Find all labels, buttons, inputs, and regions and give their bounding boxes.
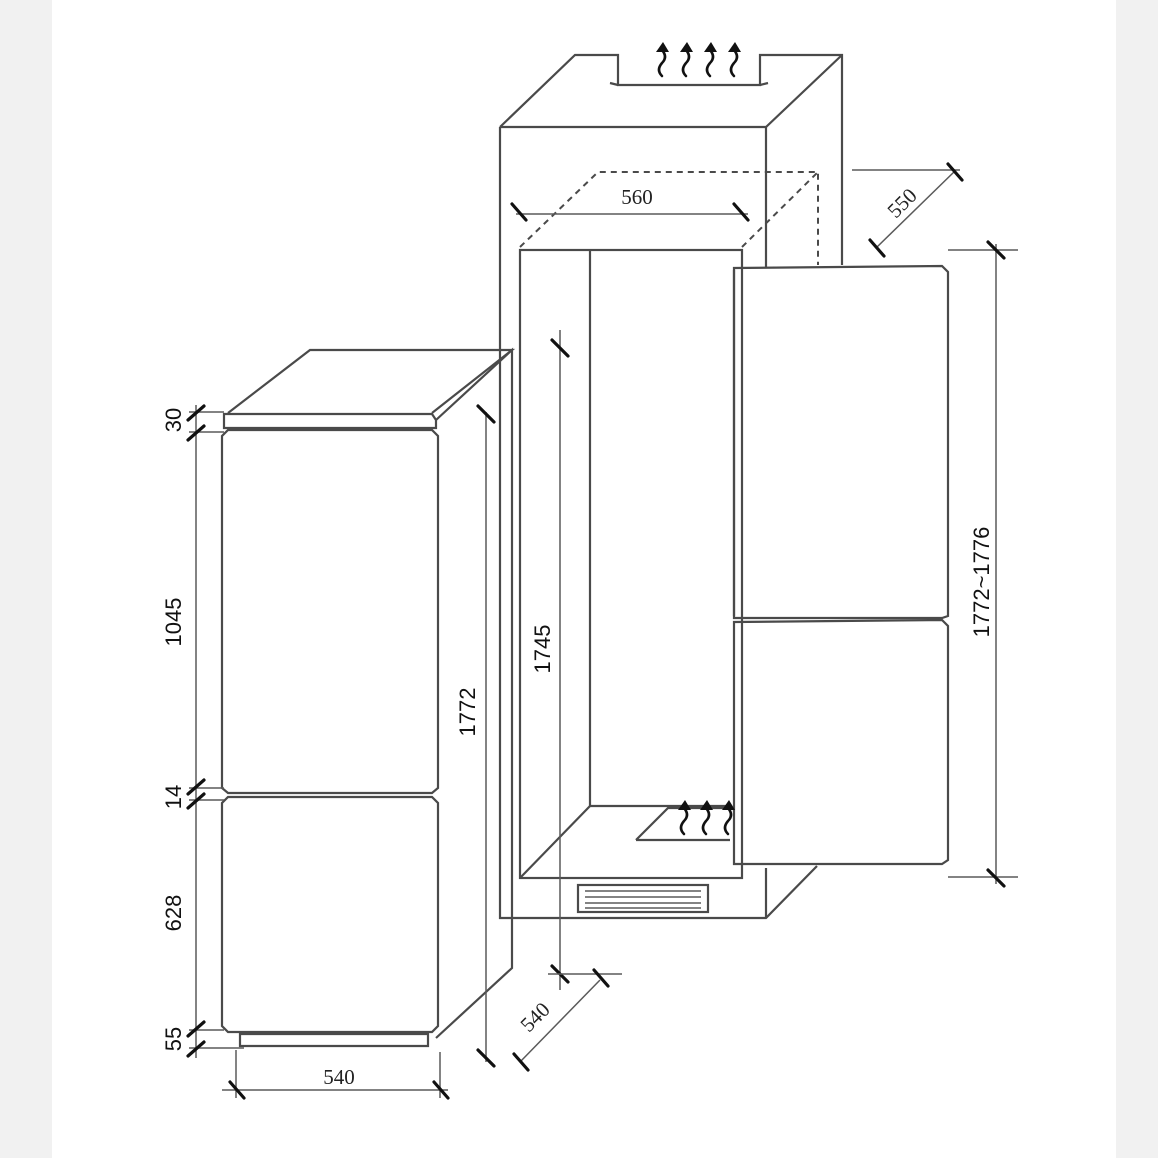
bottom-vent-grille <box>576 883 710 914</box>
dimension-labels: 30 1045 14 628 55 1772 1745 1772~1776 54… <box>161 183 994 1089</box>
label-appliance-depth: 540 <box>515 997 554 1036</box>
label-niche-width: 560 <box>621 185 653 209</box>
label-lower-door: 628 <box>161 895 186 932</box>
open-door-panels <box>732 264 950 866</box>
right-margin-band <box>1116 0 1158 1158</box>
niche-cabinet <box>498 53 844 920</box>
label-niche-height: 1745 <box>530 625 555 674</box>
label-niche-depth-550: 550 <box>882 183 921 222</box>
label-top-gap: 30 <box>161 408 186 432</box>
label-bottom-gap: 55 <box>161 1027 186 1051</box>
label-appliance-width: 540 <box>323 1065 355 1089</box>
label-appliance-height: 1772 <box>455 688 480 737</box>
dimension-lines <box>186 162 1018 1100</box>
heat-vent-icon <box>678 800 735 836</box>
label-door-gap: 14 <box>161 785 186 809</box>
heat-vent-icon <box>656 42 741 78</box>
left-margin-band <box>0 0 52 1158</box>
label-door-height-range: 1772~1776 <box>969 527 994 638</box>
label-upper-door: 1045 <box>161 598 186 647</box>
appliance-body <box>220 347 516 1048</box>
